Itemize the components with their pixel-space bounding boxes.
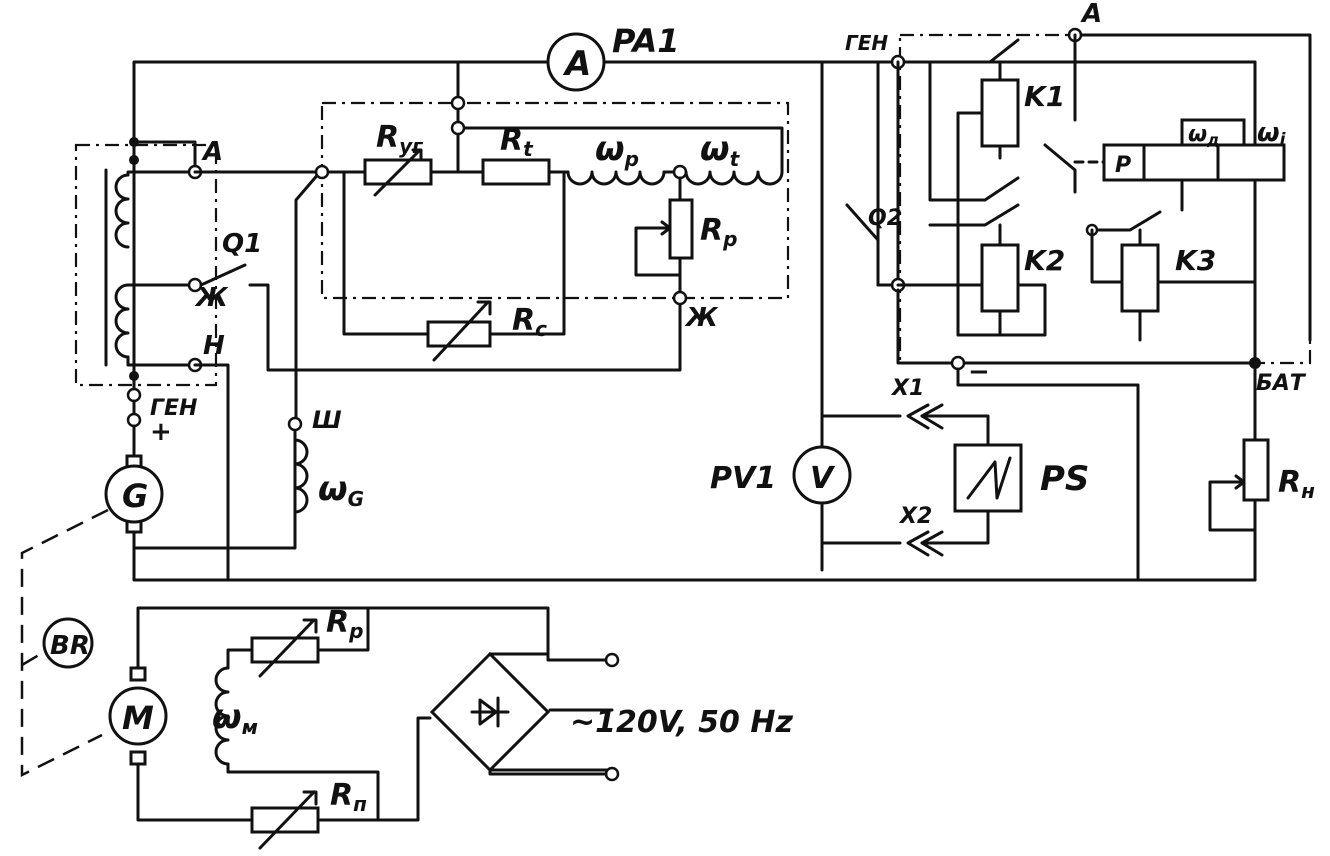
regulator-left-terminals: A Ж Н ГЕН + bbox=[74, 137, 229, 447]
ammeter-label: PA1 bbox=[612, 22, 680, 60]
load-resistor-rh: Rн bbox=[1208, 367, 1315, 582]
relay-k1: K1 bbox=[1024, 80, 1065, 113]
resistor-rt: Rt bbox=[500, 123, 534, 161]
relay-k2: K2 bbox=[1024, 244, 1065, 277]
rectifier-bridge: ~120V, 50 Hz bbox=[429, 651, 793, 782]
winding-wd: ωд bbox=[1188, 122, 1219, 149]
motor-symbol: M bbox=[122, 699, 154, 737]
voltage-regulator-block: Rуг Rt ωр ωt Rр Ж Rс bbox=[314, 95, 790, 362]
terminal-zh-right: Ж bbox=[684, 303, 719, 333]
winding-wg: ωG bbox=[318, 469, 364, 511]
switch-q2: Q2 bbox=[868, 206, 902, 231]
generator-wiring bbox=[126, 170, 1257, 582]
resistor-rc: Rс bbox=[512, 303, 547, 341]
speed-link bbox=[20, 508, 109, 778]
winding-wm: ωм bbox=[212, 697, 258, 739]
resistor-rp: Rр bbox=[700, 213, 737, 251]
terminal-sh: Ш bbox=[312, 406, 342, 434]
relay-terminal-gen: ГЕН bbox=[845, 31, 888, 55]
resistor-rpi: Rп bbox=[330, 778, 367, 816]
voltmeter-label: PV1 bbox=[710, 461, 776, 496]
connector-x1: X1 bbox=[890, 376, 924, 401]
drive-circuit bbox=[136, 606, 614, 822]
winding-wi: ωi bbox=[1257, 118, 1287, 150]
relay-terminal-a: A bbox=[1080, 0, 1102, 29]
supply-label: ~120V, 50 Hz bbox=[570, 705, 793, 740]
relay-k3: K3 bbox=[1175, 244, 1216, 277]
ammeter-pa1: A PA1 bbox=[546, 22, 680, 92]
winding-wp: ωр bbox=[595, 129, 639, 171]
relay-block: ГЕН A Q2 K1 P ωд ωi bbox=[845, 0, 1312, 582]
drive-field: Rр ωм Rп bbox=[212, 605, 380, 850]
resistor-rug: Rуг bbox=[376, 120, 423, 158]
generator-symbol: G bbox=[122, 477, 148, 515]
terminal-zh-left: Ж bbox=[194, 283, 229, 313]
recorder-ps-label: PS bbox=[1040, 459, 1089, 499]
speed-sensor-symbol: BR bbox=[50, 631, 90, 661]
switch-q1-label: Q1 bbox=[222, 229, 262, 259]
ammeter-symbol: A bbox=[562, 44, 591, 84]
switch-q1: Q1 bbox=[199, 229, 682, 372]
relay-p: P bbox=[1115, 153, 1131, 178]
relay-terminal-bat: БАТ bbox=[1256, 371, 1307, 396]
resistor-rh: Rн bbox=[1278, 465, 1315, 503]
voltmeter-symbol: V bbox=[810, 461, 836, 496]
voltmeter-pv1: V PV1 bbox=[710, 445, 852, 505]
relay-minus: − bbox=[968, 357, 990, 387]
resistor-rp-drive: Rр bbox=[326, 605, 363, 643]
terminal-plus: + bbox=[150, 417, 172, 447]
generator-g: G bbox=[104, 454, 164, 534]
speed-sensor-br: BR bbox=[42, 617, 94, 669]
shunt-field-wg: Ш ωG bbox=[287, 170, 364, 514]
motor-m: M bbox=[108, 666, 168, 766]
terminal-a-left: A bbox=[201, 137, 223, 167]
recorder-ps: X1 PS X2 bbox=[820, 376, 1089, 557]
terminal-n-left: Н bbox=[203, 331, 225, 361]
winding-wt: ωt bbox=[700, 129, 741, 171]
terminal-gen-left: ГЕН bbox=[150, 396, 197, 421]
connector-x2: X2 bbox=[898, 504, 932, 529]
